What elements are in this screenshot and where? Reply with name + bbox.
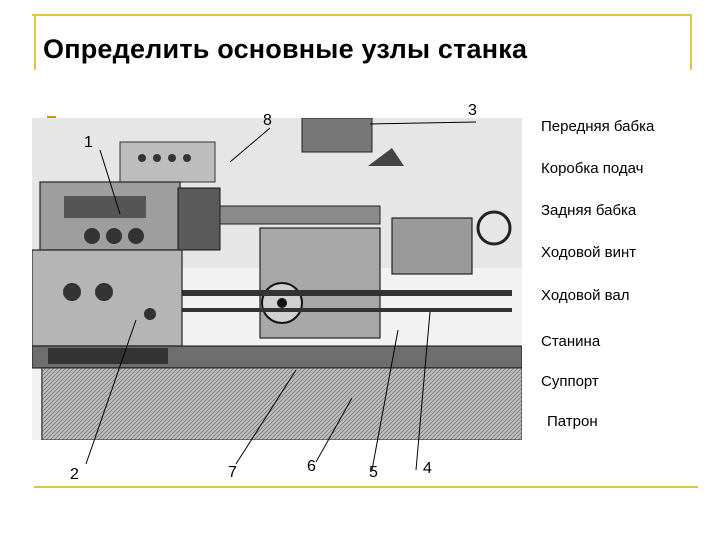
callout-number: 2 [70, 466, 79, 483]
callout-number: 8 [263, 112, 272, 129]
slide-title: Определить основные узлы станка [43, 34, 528, 64]
frame-line-top [32, 14, 692, 16]
legend-item: Коробка подач [541, 160, 644, 177]
frame-line-right [690, 14, 692, 70]
callout-number: 7 [228, 464, 237, 481]
legend-item: Ходовой вал [541, 287, 630, 304]
callout-number: 5 [369, 464, 378, 481]
lathe-illustration [32, 118, 522, 440]
legend-item: Задняя бабка [541, 202, 637, 219]
legend-item: Ходовой винт [541, 244, 637, 261]
legend-item: Патрон [547, 413, 598, 430]
legend-item: Суппорт [541, 373, 599, 390]
legend-item: Станина [541, 333, 601, 350]
legend-item: Передняя бабка [541, 118, 655, 135]
callout-number: 6 [307, 458, 316, 475]
callout-number: 4 [423, 460, 432, 477]
frame-line-left [34, 14, 36, 70]
callout-number: 1 [84, 134, 93, 151]
frame-line-bottom [34, 486, 698, 488]
callout-number: 3 [468, 102, 477, 119]
